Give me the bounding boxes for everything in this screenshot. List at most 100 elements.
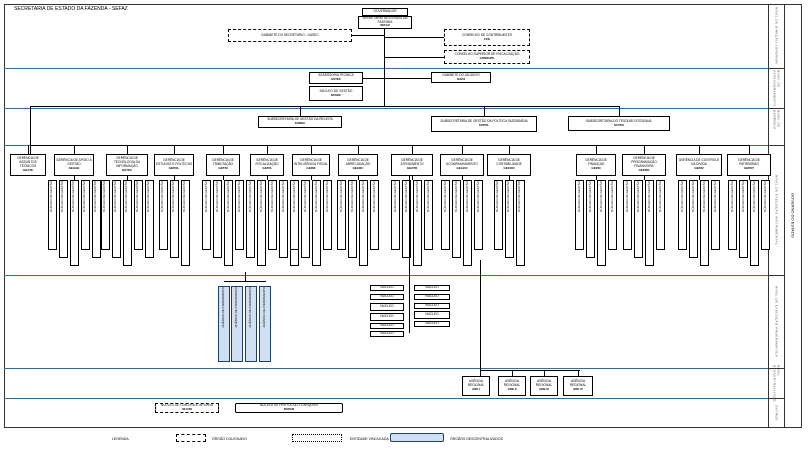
subsecretaria-politica: SUBSECRETARIA DE GESTÃO DA POLÍTICA FAZE… [431,116,537,132]
unidade-box: NÚCLEO DE GESTÃO [122,180,132,266]
connector [28,145,29,154]
legend-dot-swatch [292,434,342,442]
connector [223,145,224,154]
unidade-box: NÚCLEO DE GESTÃO [700,180,709,266]
connector [480,260,481,376]
gerencia-label: GERÊNCIA DE ARRECADAÇÃO [345,158,371,167]
unidade-box: NÚCLEO DE GESTÃO [312,180,321,266]
unidade-box: NÚCLEO DE GESTÃO [634,180,643,258]
unidade-box: NÚCLEO DE GESTÃO [337,180,346,250]
unidade-box: NÚCLEO DE GESTÃO [597,180,606,266]
side-line [768,398,784,399]
side-line [768,108,784,109]
unidade-box: NÚCLEO DE GESTÃO [246,180,255,258]
unidade-box: NÚCLEO DE GESTÃO [689,180,698,258]
connector [644,145,645,154]
unidade-box: NÚCLEO DE GESTÃO [279,180,288,258]
side-label: NÍVEL DE DIREÇÃO SUPERIOR [774,7,779,65]
gerencia-sigla: GETEC [121,167,133,172]
unidade-box: NÚCLEO DE GESTÃO [750,180,759,266]
legend-blue-swatch [390,433,444,442]
unidade-label: NÚCLEO DE GESTÃO [214,181,219,212]
unidade-box: NÚCLEO DE GESTÃO [213,180,222,258]
unidade-label: NÚCLEO DE GESTÃO [313,181,318,212]
gerencia-label: GERÊNCIA DE ESTUDOS E POLÍTICAS [156,158,192,167]
governador-box: GOVERNADOR [362,8,408,16]
connector [311,145,312,154]
connector [484,106,485,116]
gerencia-sigla: GEAGE [68,165,80,170]
connector [127,176,128,180]
unidade-label: NÚCLEO DE GESTÃO [82,181,87,212]
unidade-label: NÚCLEO DE GESTÃO [609,181,614,212]
gerencia-sigla: GEACO [456,165,468,170]
gerencia-sigla: GEFIS [262,165,272,170]
unidade-label: NÚCLEO DE GESTÃO [338,181,343,212]
descentralizado-box: AGÊNCIA DE ATENDIMENTO [218,286,230,362]
unidade-label: NÚCLEO DE GESTÃO [598,181,603,212]
unidade-label: NÚCLEO DE GESTÃO [124,181,129,212]
unidade-box: NÚCLEO DE GESTÃO [452,180,461,258]
unidade-label: NÚCLEO DE GESTÃO [291,181,296,212]
gerencia-sigla: GEFIN [591,165,601,170]
unidade-label: NÚCLEO DE GESTÃO [679,181,684,212]
side-line [768,275,784,276]
connector [512,370,513,376]
gerencia-label: GERÊNCIA DE PROGRAMAÇÃO FINANCEIRA [631,156,657,168]
nucleo-small-box: NÚCLEO [414,294,450,300]
unidade-label: NÚCLEO DE GESTÃO [349,181,354,212]
unidade-label: NÚCLEO DE GESTÃO [225,181,230,212]
unidade-box: NÚCLEO DE GESTÃO [402,180,411,258]
connector [749,145,750,154]
connector [358,176,359,180]
connector [619,106,620,116]
unidade-label: NÚCLEO DE GESTÃO [701,181,706,212]
gerencia-sigla: GEATD [406,165,418,170]
nucleo-small-box: NÚCLEO [414,321,450,327]
gerencia-label: GERÊNCIA DE ASSUNTOS TÉCNICOS [17,156,39,168]
connector [409,175,410,333]
unidade-box: NÚCLEO DE GESTÃO [323,180,332,250]
unidade-label: NÚCLEO DE GESTÃO [712,181,717,212]
nucleo-small-box: NÚCLEO [414,311,450,319]
connector [74,176,75,180]
descentralizado-box: AGÊNCIA DE ATENDIMENTO [231,286,243,362]
connector [385,37,444,38]
connector [267,176,268,180]
connector [127,145,128,154]
connector [412,176,413,180]
unidade-label: NÚCLEO DE GESTÃO [49,181,54,212]
connector [174,145,175,154]
side-label: NÍVEL DESCENTRALIZADO [772,364,781,402]
connector [352,35,384,36]
unidade-box: NÚCLEO DE GESTÃO [413,180,422,266]
unidade-box: NÚCLEO DE GESTÃO [144,180,154,258]
unidade-label: NÚCLEO DE GESTÃO [635,181,640,212]
unidade-label: NÚCLEO DE GESTÃO [93,181,98,212]
unidade-box: NÚCLEO DE GESTÃO [301,180,310,258]
descentralizado-box: AGÊNCIA DE ATENDIMENTO [245,286,257,362]
band-line [4,68,768,69]
unidade-box: NÚCLEO DE GESTÃO [180,180,190,266]
unidade-label: NÚCLEO DE GESTÃO [392,181,397,212]
unidade-box: NÚCLEO DE GESTÃO [133,180,143,250]
connector [30,106,620,107]
connector [699,145,700,154]
gerencia-label: GERÊNCIA DE TECNOLOGIA DA INFORMAÇÃO [113,156,141,168]
gerencia-sigla: GETRI [218,165,228,170]
unidade-label: NÚCLEO DE GESTÃO [269,181,274,212]
